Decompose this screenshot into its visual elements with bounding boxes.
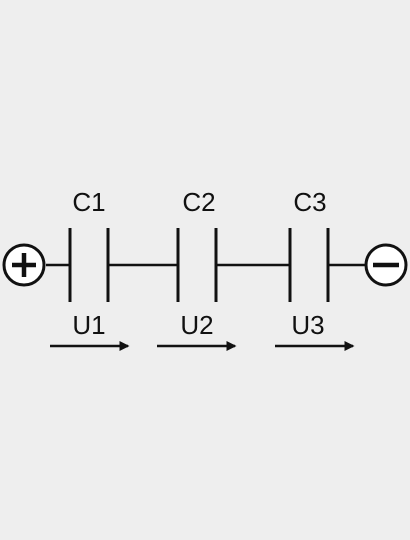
negative-terminal	[364, 243, 408, 287]
voltage-u1-label: U1	[72, 310, 105, 340]
capacitor-c2	[176, 228, 218, 302]
capacitor-c1-label: C1	[72, 187, 105, 217]
capacitor-c2-label: C2	[182, 187, 215, 217]
voltage-u2-label: U2	[180, 310, 213, 340]
capacitor-c3-label: C3	[293, 187, 326, 217]
positive-terminal	[2, 243, 46, 287]
capacitor-c1	[68, 228, 110, 302]
voltage-u3-label: U3	[291, 310, 324, 340]
capacitor-c3	[288, 228, 330, 302]
